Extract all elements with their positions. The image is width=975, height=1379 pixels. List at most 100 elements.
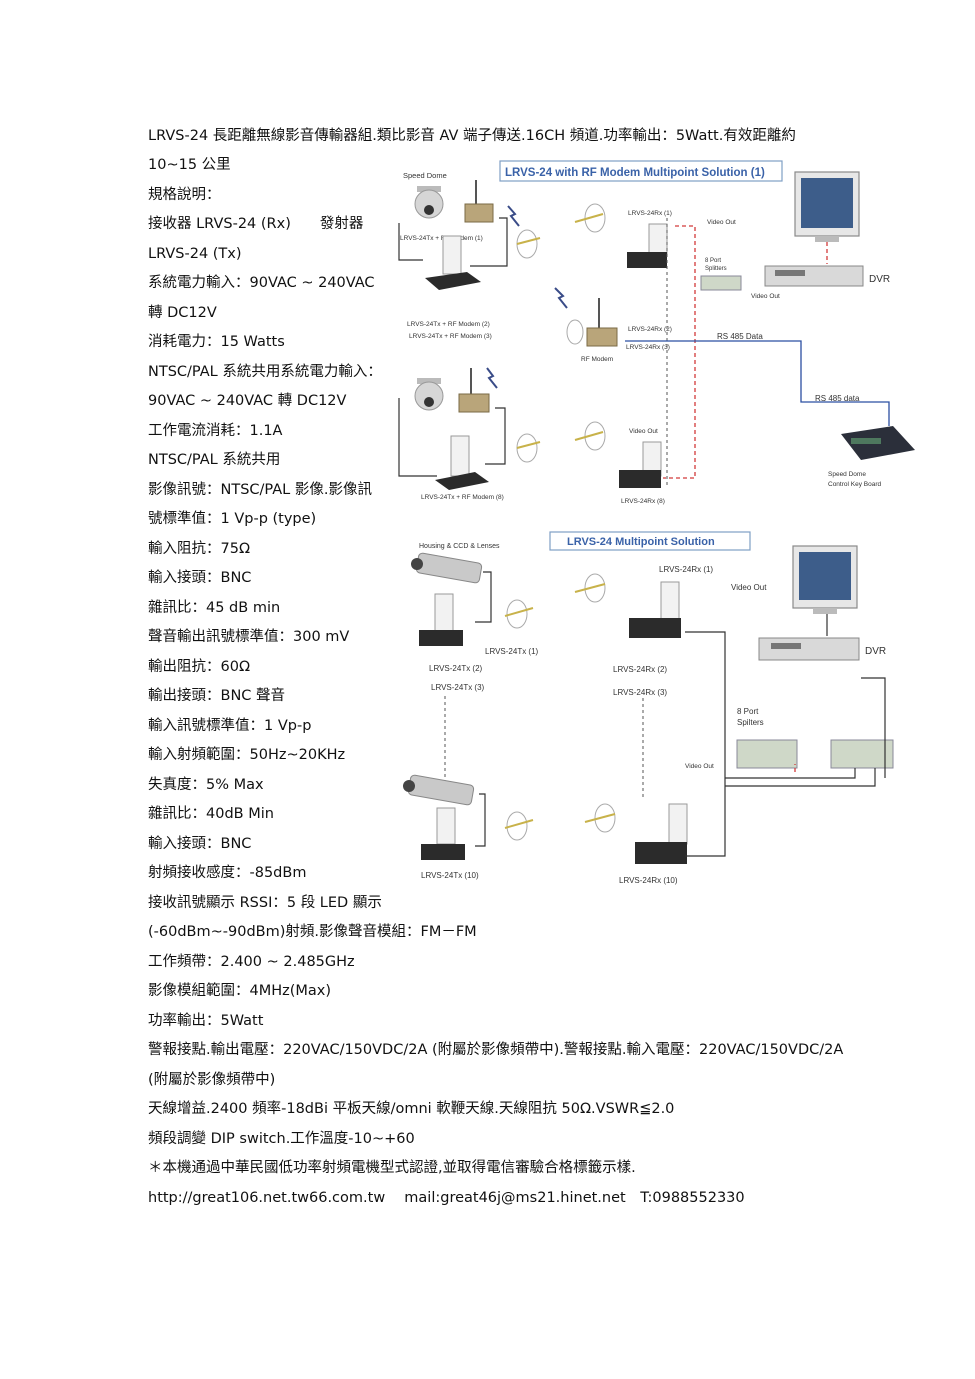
spec-line: 聲音輸出訊號標準值：300 mV <box>148 629 350 645</box>
rx1-label: LRVS-24Rx (1) <box>628 210 672 217</box>
video-out1-label: Video Out <box>707 219 736 226</box>
spec-line: 轉 DC12V <box>148 305 217 321</box>
housing-label: Housing & CCD & Lenses <box>419 543 500 550</box>
monitor-2-icon <box>792 545 858 614</box>
monitor-icon <box>794 171 860 242</box>
tx-rf8-label: LRVS-24Tx + RF Modem (8) <box>421 494 504 501</box>
spec-line: 輸入訊號標準值：1 Vp-p <box>148 718 312 734</box>
spec-line: 頻段調變 DIP switch.工作溫度-10~+60 <box>148 1131 415 1147</box>
spec-line: 警報接點.輸出電壓：220VAC/150VDC/2A (附屬於影像頻帶中).警報… <box>148 1042 844 1058</box>
spec-line: ＊本機通過中華民國低功率射頻電機型式認證,並取得電信審驗合格標籤示樣. <box>148 1160 636 1176</box>
housing-camera-1-icon <box>411 552 483 584</box>
spec-line: 影像模組範圍：4MHz(Max) <box>148 983 332 999</box>
speed-dome-label: Speed Dome <box>403 171 447 180</box>
spec-line: 輸入射頻範圍：50Hz~20KHz <box>148 747 346 763</box>
control-keyboard-icon <box>841 426 915 460</box>
spec-line: 影像訊號：NTSC/PAL 影像.影像訊 <box>148 482 372 498</box>
port8-a-label: 8 Port <box>705 258 721 264</box>
spec-line: 系統電力輸入：90VAC ~ 240VAC <box>148 275 375 291</box>
kbd-label-1: Speed Dome <box>828 471 866 478</box>
diagram2-title: LRVS-24 Multipoint Solution <box>567 536 715 548</box>
wireless-signal-icon <box>507 205 541 259</box>
spec-line: 輸入接頭：BNC <box>148 836 252 852</box>
wire-4 <box>485 407 506 465</box>
tx1-label: LRVS-24Tx (1) <box>485 647 539 656</box>
spec-line: (-60dBm~-90dBm)射頻.影像聲音模組：FM－FM <box>148 924 477 940</box>
transmitter-8-icon <box>435 435 489 490</box>
transmitter-t10-icon <box>421 807 465 860</box>
rs485-label: RS 485 Data <box>717 332 763 341</box>
dvr-label: DVR <box>869 274 890 285</box>
wire-3 <box>398 398 437 477</box>
spec-line: NTSC/PAL 系統共用系統電力輸入： <box>148 364 382 380</box>
tx10-label: LRVS-24Tx (10) <box>421 871 479 880</box>
dvr-2-icon <box>758 637 860 661</box>
wire-8 <box>685 778 726 857</box>
spec-line: 輸入阻抗：75Ω <box>148 541 251 557</box>
spec-line: 接收訊號顯示 RSSI：5 段 LED 顯示 <box>148 895 382 911</box>
wire-10 <box>725 768 876 787</box>
spec-line: 工作電流消耗：1.1A <box>148 423 283 439</box>
spec-line: 雜訊比：45 dB min <box>148 600 281 616</box>
spec-line: http://great106.net.tw66.com.tw mail:gre… <box>148 1190 745 1206</box>
wire-12 <box>861 677 886 778</box>
spec-line: 功率輸出：5Watt <box>148 1013 264 1029</box>
rx2-label-2: LRVS-24Rx (2) <box>613 665 667 674</box>
rf-modem-multipoint-diagram: LRVS-24 with RF Modem Multipoint Solutio… <box>398 160 915 505</box>
video-out-small-label: Video Out <box>685 763 714 770</box>
speed-dome-camera-icon <box>414 186 444 219</box>
wire-6 <box>475 793 486 847</box>
spec-line: 輸出阻抗：60Ω <box>148 659 251 675</box>
receiver-8-icon <box>619 441 662 488</box>
spec-line: 雜訊比：40dB Min <box>148 806 274 822</box>
spec-line: 90VAC ~ 240VAC 轉 DC12V <box>148 393 347 409</box>
rx8-label: LRVS-24Rx (8) <box>621 498 665 505</box>
spec-line: NTSC/PAL 系統共用 <box>148 452 281 468</box>
tx3-label: LRVS-24Tx (3) <box>431 683 485 692</box>
port8-b-label-2: Spilters <box>737 718 764 727</box>
spec-line: LRVS-24 長距離無線影音傳輸器組.類比影音 AV 端子傳送.16CH 頻道… <box>148 128 796 144</box>
wireless-signal-3-icon <box>554 203 606 451</box>
transmitter-t1-icon <box>419 593 463 646</box>
rf-modem-rx-icon <box>586 298 618 347</box>
diagram1-title: LRVS-24 with RF Modem Multipoint Solutio… <box>505 167 765 179</box>
video-out-label: Video Out <box>731 583 767 592</box>
receiver-r1-icon <box>629 581 681 638</box>
wire-7 <box>685 631 726 778</box>
rx1-label-2: LRVS-24Rx (1) <box>659 565 713 574</box>
spec-line: 輸入接頭：BNC <box>148 570 252 586</box>
spec-line: 10~15 公里 <box>148 157 231 173</box>
red-video-line <box>663 225 696 479</box>
rx10-label-2: LRVS-24Rx (10) <box>619 876 678 885</box>
rx3-label: LRVS-24Rx (3) <box>626 344 670 351</box>
wire-2 <box>470 217 508 267</box>
receiver-1-icon <box>627 223 668 268</box>
transmitter-1-icon <box>425 235 481 290</box>
wireless-signal-4-icon <box>504 573 616 841</box>
rf-modem-icon <box>464 180 494 223</box>
rs485-label-2: RS 485 data <box>815 394 860 403</box>
spec-line: LRVS-24 (Tx) <box>148 246 242 262</box>
spec-line: 天線增益.2400 頻率-18dBi 平板天線/omni 軟鞭天線.天線阻抗 5… <box>148 1101 675 1117</box>
rf-modem-2-icon <box>458 367 498 413</box>
spec-line: 失真度：5% Max <box>148 777 264 793</box>
diagram1-title-box <box>499 160 783 182</box>
port8-a-label-2: 8 Port <box>737 707 759 716</box>
video-out3-label: Video Out <box>629 428 658 435</box>
multipoint-diagram: LRVS-24 Multipoint Solution Housing & CC… <box>403 531 894 885</box>
rs485-line <box>625 340 890 426</box>
tx-rf3-label: LRVS-24Tx + RF Modem (3) <box>409 333 492 340</box>
tx2-label: LRVS-24Tx (2) <box>429 664 483 673</box>
rx2-label: LRVS-24Rx (2) <box>628 326 672 333</box>
spec-line: 工作頻帶：2.400 ~ 2.485GHz <box>148 954 355 970</box>
wire-9 <box>725 768 856 779</box>
kbd-label-2: Control Key Board <box>828 481 881 488</box>
receiver-r10-icon <box>635 803 688 864</box>
tx-rf2-label: LRVS-24Tx + RF Modem (2) <box>407 321 490 328</box>
housing-camera-2-icon <box>403 774 475 806</box>
spec-line: 射頻接收感度：-85dBm <box>148 865 307 881</box>
port8-b-label: Splitters <box>705 266 727 272</box>
rf-modem-label: RF Modem <box>581 356 613 363</box>
spec-line: (附屬於影像頻帶中) <box>148 1072 276 1088</box>
splitter-2-icon <box>736 739 894 769</box>
